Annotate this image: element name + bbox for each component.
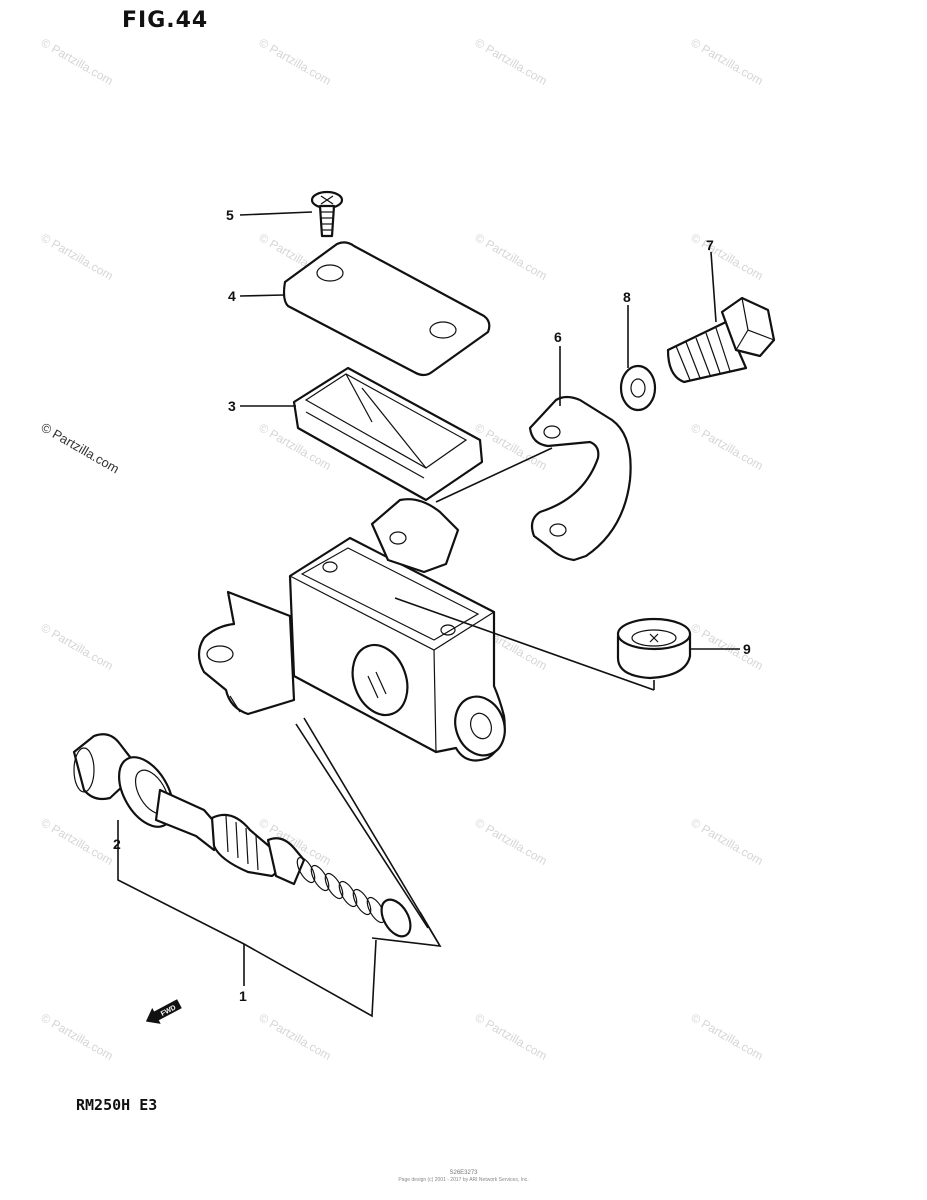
watermark: © Partzilla.com — [689, 1010, 766, 1063]
callout-6[interactable]: 6 — [554, 329, 562, 345]
watermark: © Partzilla.com — [39, 35, 116, 88]
figure-title: FIG.44 — [122, 8, 209, 33]
footer-copyright: Page design (c) 2001 - 2017 by ARI Netwo… — [398, 1177, 529, 1183]
watermark: © Partzilla.com — [473, 230, 550, 283]
watermark: © Partzilla.com — [689, 815, 766, 868]
callout-1[interactable]: 1 — [239, 988, 247, 1004]
callout-4[interactable]: 4 — [228, 288, 236, 304]
watermark: © Partzilla.com — [39, 815, 116, 868]
watermark: © Partzilla.com — [689, 230, 766, 283]
watermark-feature: © Partzilla.com — [39, 420, 122, 477]
callout-8[interactable]: 8 — [623, 289, 631, 305]
watermark: © Partzilla.com — [689, 420, 766, 473]
callout-7[interactable]: 7 — [706, 237, 714, 253]
watermark: © Partzilla.com — [473, 1010, 550, 1063]
part-clamp[interactable] — [528, 395, 632, 562]
part-piston-assembly[interactable] — [72, 733, 416, 941]
watermark: © Partzilla.com — [473, 35, 550, 88]
fwd-label: FWD — [160, 1004, 177, 1018]
part-diaphragm[interactable] — [292, 366, 484, 502]
part-reservoir-cup[interactable] — [616, 617, 692, 680]
part-screw[interactable] — [310, 190, 344, 238]
watermark: © Partzilla.com — [473, 815, 550, 868]
callout-2[interactable]: 2 — [113, 836, 121, 852]
callout-9[interactable]: 9 — [743, 641, 751, 657]
watermark: © Partzilla.com — [39, 620, 116, 673]
callouts: 1 2 3 4 5 6 7 8 9 — [113, 207, 751, 1004]
watermark: © Partzilla.com — [689, 35, 766, 88]
part-washer[interactable] — [619, 364, 657, 412]
callout-5[interactable]: 5 — [226, 207, 234, 223]
assembly-lines — [295, 447, 655, 947]
watermark: © Partzilla.com — [39, 230, 116, 283]
watermark: © Partzilla.com — [257, 35, 334, 88]
part-reservoir-cap[interactable] — [282, 241, 491, 377]
watermark: © Partzilla.com — [257, 1010, 334, 1063]
part-master-cylinder-body[interactable] — [197, 498, 513, 762]
watermark: © Partzilla.com — [39, 1010, 116, 1063]
fwd-arrow-icon: FWD — [145, 999, 182, 1024]
watermark: © Partzilla.com — [689, 620, 766, 673]
part-bolt[interactable] — [666, 296, 776, 384]
callout-3[interactable]: 3 — [228, 398, 236, 414]
model-code: RM250H E3 — [76, 1096, 158, 1114]
footer-code: S26E3273 — [449, 1170, 478, 1176]
leader-lines — [117, 211, 740, 1018]
